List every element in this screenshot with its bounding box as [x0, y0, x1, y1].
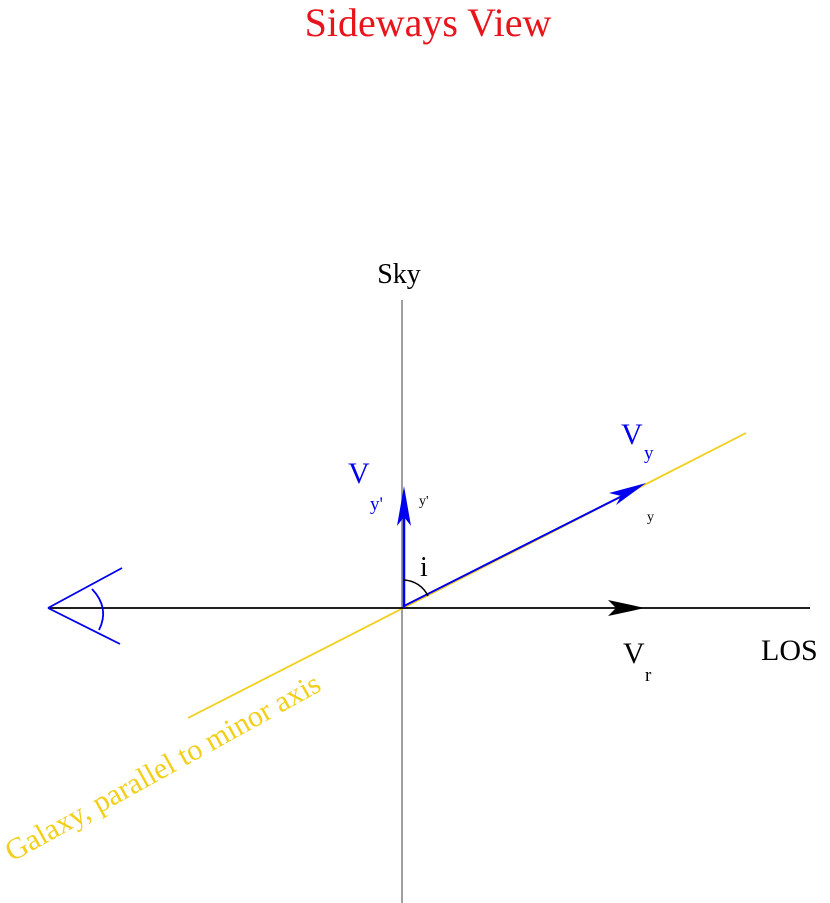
observer-eye-icon: [47, 567, 123, 645]
vy-label: V y: [621, 418, 654, 464]
diagram-title: Sideways View: [305, 0, 552, 45]
inclination-arc: [403, 579, 429, 597]
vy-label-base: V: [621, 418, 643, 451]
sky-axis-label: Sky: [377, 259, 421, 290]
vr-label: V r: [623, 637, 652, 686]
vy-prime-label-sub: y': [370, 494, 383, 515]
vy-arrow: [403, 491, 631, 607]
vr-arrowhead: [608, 600, 645, 616]
vy-prime-label: V y': [348, 457, 383, 515]
vy-prime-label-base: V: [348, 457, 370, 490]
vy-arrowhead: [609, 483, 646, 505]
vy-prime-arrowhead: [397, 486, 411, 526]
los-label: LOS: [761, 634, 818, 667]
vr-label-base: V: [623, 637, 645, 670]
vy-tip-label: y: [647, 510, 654, 525]
vy-label-sub: y: [644, 443, 654, 464]
galaxy-label: Galaxy, parallel to minor axis: [0, 667, 326, 868]
vy-prime-tip-label: y': [419, 494, 429, 509]
vr-label-sub: r: [645, 665, 652, 686]
galaxy-line: [187, 432, 747, 719]
inclination-label: i: [420, 552, 428, 583]
